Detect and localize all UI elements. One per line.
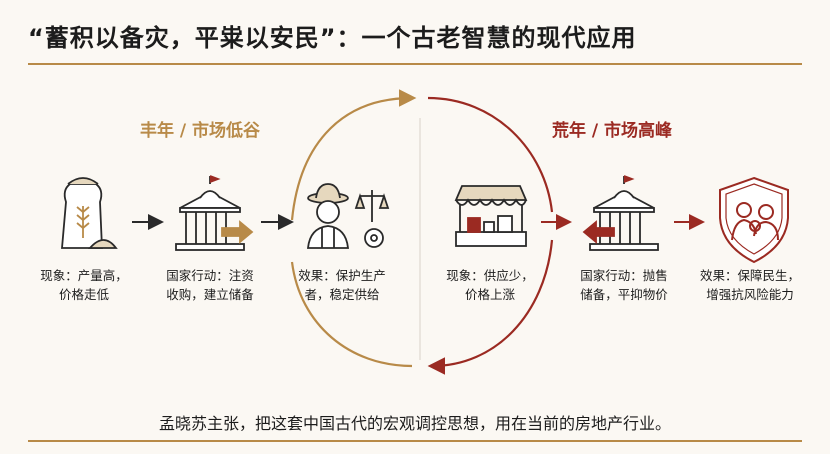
family-shield-icon: [720, 178, 788, 262]
government-sell-icon: [584, 176, 658, 250]
step-caption-shortage: 现象：供应少， 价格上涨: [430, 266, 550, 304]
step-caption-sell: 国家行动：抛售 储备，平抑物价: [564, 266, 684, 304]
step-caption-buy: 国家行动：注资 收购，建立储备: [150, 266, 270, 304]
step-caption-welfare: 效果：保障民生， 增强抗风险能力: [690, 266, 810, 304]
government-buy-icon: [176, 176, 252, 250]
cycle-arc-gold: [292, 98, 412, 220]
step-caption-surplus: 现象：产量高， 价格走低: [24, 266, 144, 304]
left-section-label: 丰年 / 市场低谷: [140, 116, 260, 141]
farmer-scale-icon: [308, 184, 388, 248]
step-caption-protect: 效果：保护生产 者，稳定供给: [282, 266, 402, 304]
grain-sack-icon: [62, 178, 116, 248]
market-stall-icon: [456, 186, 526, 246]
bottom-divider: [28, 440, 802, 442]
bottom-caption: 孟晓苏主张，把这套中国古代的宏观调控思想，用在当前的房地产行业。: [0, 410, 830, 434]
right-section-label: 荒年 / 市场高峰: [552, 116, 672, 141]
